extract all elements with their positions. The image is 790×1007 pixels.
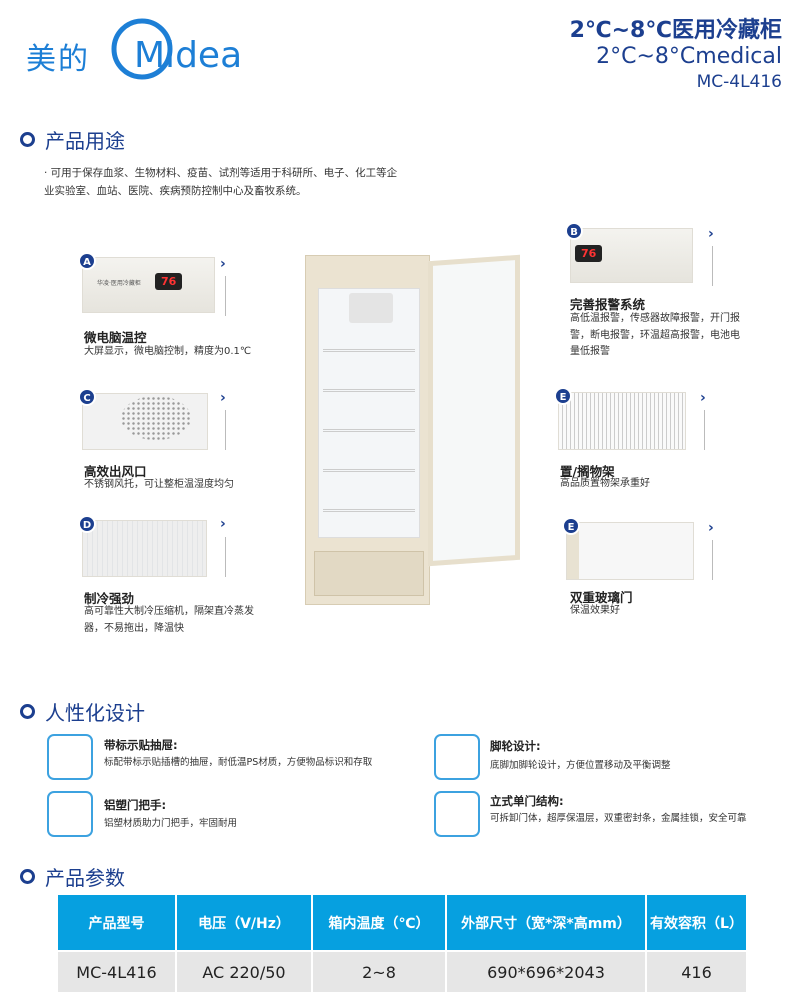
feature-glass-desc: 保温效果好 [570,605,620,616]
divider [225,276,226,316]
feature-d-image [82,520,207,577]
chevron-right-icon: › [220,390,226,406]
badge-d: D [78,515,96,533]
midea-logo: Midea [110,16,270,80]
column-header: 外部尺寸（宽*深*高mm） [446,895,647,951]
feature-c-title: 高效出风口 [84,464,147,479]
model-number: MC-4L416 [696,72,782,92]
heading-text: 人性化设计 [45,701,145,725]
feature-d-desc: 高可靠性大制冷压缩机，隔架直冷蒸发器，不易拖出，降温快 [84,606,254,634]
feature-a-image: 华凌·医用冷藏柜 76 [82,257,215,313]
badge-b: B [565,222,583,240]
circle-icon [20,704,35,719]
design-title: 带标示贴抽屉: [104,738,178,752]
feature-glass-title: 双重玻璃门 [570,590,633,605]
feature-d-title: 制冷强劲 [84,591,135,606]
chevron-right-icon: › [708,226,714,242]
circle-icon [20,132,35,147]
feature-glass-image [566,522,694,580]
section-usage-heading: 产品用途 [20,125,125,154]
feature-c-desc: 不锈钢风托，可让整柜温湿度均匀 [84,479,234,490]
badge-e2: E [562,517,580,535]
badge-e: E [554,387,572,405]
chevron-right-icon: › [220,256,226,272]
table-cell: 690*696*2043 [446,950,647,992]
chevron-right-icon: › [700,390,706,406]
table-header-row: 产品型号 电压（V/Hz） 箱内温度（℃） 外部尺寸（宽*深*高mm） 有效容积… [58,895,748,951]
feature-shelf-desc: 高品质置物架承重好 [560,478,650,489]
column-header: 箱内温度（℃） [312,895,447,951]
circle-icon [20,869,35,884]
drawer-icon [47,734,93,780]
fridge-door [428,254,520,567]
divider [704,410,705,450]
params-table: 产品型号 电压（V/Hz） 箱内温度（℃） 外部尺寸（宽*深*高mm） 有效容积… [58,895,748,992]
design-desc: 标配带标示贴插槽的抽屉，耐低温PS材质，方便物品标识和存取 [104,757,373,768]
usage-text: · 可用于保存血浆、生物材料、疫苗、试剂等适用于科研所、电子、化工等企业实验室、… [44,167,398,197]
design-title: 铝塑门把手: [104,798,167,812]
chevron-right-icon: › [220,516,226,532]
fridge-interior [318,288,420,538]
section-params-heading: 产品参数 [20,862,125,891]
feature-c-image [82,393,208,450]
table-row: MC-4L416 AC 220/50 2~8 690*696*2043 416 [58,950,748,992]
heading-text: 产品用途 [45,129,125,153]
temperature-display: 76 [575,245,603,262]
feature-a-title: 微电脑温控 [84,330,147,345]
design-title: 脚轮设计: [490,739,541,753]
divider [225,410,226,450]
feature-b-desc: 高低温报警，传感器故障报警，开门报警，断电报警，环温超高报警，电池电量低报警 [570,313,740,357]
table-cell: AC 220/50 [176,950,313,992]
design-desc: 铝塑材质助力门把手，牢固耐用 [104,818,238,829]
feature-shelf-image [558,392,686,450]
fan-grille [121,396,191,440]
heading-text: 产品参数 [45,866,125,890]
column-header: 电压（V/Hz） [176,895,313,951]
title-en: 2°C~8°Cmedical [596,44,782,69]
divider [225,537,226,577]
feature-a-desc: 大屏显示，微电脑控制，精度为0.1℃ [84,346,252,357]
table-cell: 416 [646,950,748,992]
section-design-heading: 人性化设计 [20,697,145,726]
caster-icon [434,734,480,780]
temperature-display: 76 [155,273,183,290]
door-handle-icon [47,791,93,837]
badge-c: C [78,388,96,406]
table-cell: 2~8 [312,950,447,992]
chevron-right-icon: › [708,520,714,536]
panel-label: 华凌·医用冷藏柜 [97,280,141,287]
column-header: 有效容积（L） [646,895,748,951]
svg-text:Midea: Midea [134,35,242,76]
title-cn: 2℃~8℃医用冷藏柜 [569,18,782,43]
fan-icon [349,293,393,323]
design-desc: 底脚加脚轮设计，方便位置移动及平衡调整 [490,760,671,771]
feature-b-image: 76 [570,228,693,283]
feature-b-title: 完善报警系统 [570,297,646,312]
single-door-icon [434,791,480,837]
badge-a: A [78,252,96,270]
divider [712,246,713,286]
feature-shelf-title: 置/搁物架 [560,464,615,479]
divider [712,540,713,580]
fridge-base [314,551,424,596]
column-header: 产品型号 [58,895,177,951]
table-cell: MC-4L416 [58,950,177,992]
design-desc: 可拆卸门体，超厚保温层，双重密封条，金属挂锁，安全可靠 [490,813,747,824]
design-title: 立式单门结构: [490,794,564,808]
fridge-body [305,255,430,605]
logo-chinese: 美的 [26,42,90,77]
